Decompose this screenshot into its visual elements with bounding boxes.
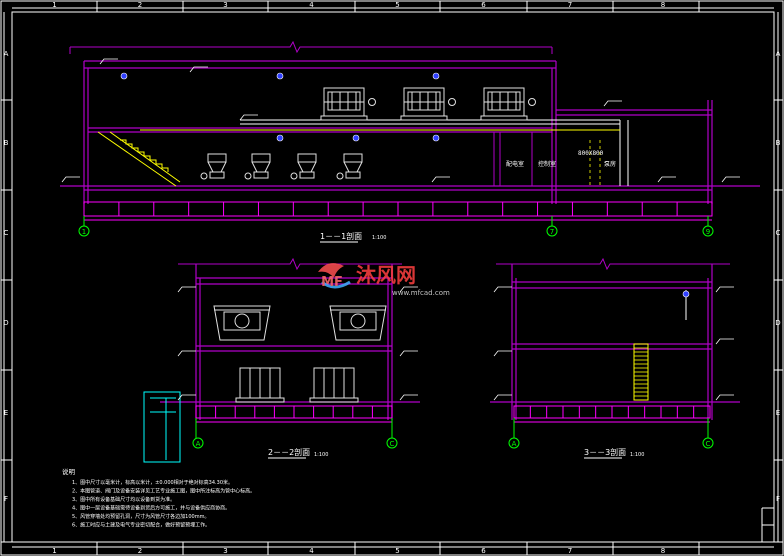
section-2-equipment [213,305,387,403]
upper-floor-equipment [320,87,536,121]
section-scale: 1:100 [314,452,328,458]
watermark-url: www.mfcad.com [392,289,450,297]
opening-size-label: 800X800 [578,150,604,157]
grid-row-label: E [4,409,8,417]
room-label: 泵房 [604,160,616,168]
note-line: 4、图中一层设备基础需待设备到货后方可施工，并与设备供应商协商。 [72,505,230,512]
grid-row-label: A [776,50,781,58]
grid-column-label: 1 [52,547,56,555]
grid-column-label: 8 [661,1,665,9]
grid-column-label: 8 [661,547,665,555]
note-line: 1、图中尺寸以毫米计，标高以米计，±0.000相对于绝对标高34.30米。 [72,479,233,486]
grid-row-label: B [4,139,9,147]
grid-row-label: D [3,319,8,327]
section-title: 1－－1剖面 [320,231,362,241]
grid-row-label: C [776,229,781,237]
grid-column-label: 7 [568,547,572,555]
grid-column-label: 3 [223,547,227,555]
section-2-2: A C 2－－2剖面 1:100 [143,257,420,463]
grid-column-labels: 1 1 2 2 3 3 4 4 5 5 6 6 7 7 8 8 [52,1,665,555]
grid-column-label: 1 [52,1,56,9]
grid-row-label: F [4,495,8,503]
grid-row-label: F [776,495,780,503]
axis-bubble-label: 7 [550,228,554,236]
grid-row-label: B [776,139,781,147]
axis-bubble-label: 9 [706,228,710,236]
room-label: 配电室 [506,160,524,168]
grid-column-label: 2 [138,1,142,9]
section-1-1: 1 7 9 配电室 控制室 泵房 800X800 1－－1剖面 1:100 [60,40,760,243]
axis-bubble-label: C [390,440,395,448]
grid-column-label: 3 [223,1,227,9]
grid-column-label: 4 [309,1,314,9]
section-title: 3－－3剖面 [584,447,626,457]
wall-detail [143,391,181,463]
axis-bubble-label: 1 [82,228,86,236]
room-label: 控制室 [538,160,556,168]
section-scale: 1:100 [372,235,386,241]
note-line: 5、风管穿墙处均预留孔洞，尺寸为风管尺寸各边加100mm。 [72,513,209,520]
section-title: 2－－2剖面 [268,447,310,457]
grid-column-label: 5 [395,1,399,9]
stair [97,131,181,187]
grid-row-label: C [4,229,9,237]
title-block-marks [761,507,774,542]
grid-row-labels: A A B B C C D D E E F F [1,50,783,543]
design-notes: 说明 1、图中尺寸以毫米计，标高以米计，±0.000相对于绝对标高34.30米。… [62,467,255,529]
grid-column-label: 7 [568,1,572,9]
section-3-3: A C 3－－3剖面 1:100 [490,257,740,459]
grid-column-label: 6 [481,547,486,555]
grid-column-label: 2 [138,547,142,555]
grid-column-label: 6 [481,1,486,9]
watermark: MF 沐风网 www.mfcad.com [318,263,450,297]
svg-text:MF: MF [321,275,343,290]
watermark-logo-icon: MF [318,263,351,290]
axis-bubble-label: C [706,440,711,448]
lower-floor-equipment [200,153,363,180]
grid-row-label: D [775,319,780,327]
grid-row-label: A [4,50,9,58]
grid-column-ticks [96,1,700,555]
note-line: 6、施工时应与土建及电气专业密切配合，做好预留预埋工作。 [72,522,210,529]
notes-heading: 说明 [62,467,76,476]
axis-bubble-label: A [512,440,517,448]
section-scale: 1:100 [630,452,644,458]
grid-column-label: 4 [309,547,314,555]
grid-row-label: E [776,409,780,417]
note-line: 2、本图管道、阀门及设备安装详见工艺专业施工图，图中所注标高为管中心标高。 [72,488,255,495]
note-line: 3、图中所有设备基础尺寸均以设备到货为准。 [72,496,175,503]
axis-bubble-label: A [196,440,201,448]
watermark-brand: 沐风网 [356,263,416,287]
stair [633,343,649,401]
grid-column-label: 5 [395,547,399,555]
